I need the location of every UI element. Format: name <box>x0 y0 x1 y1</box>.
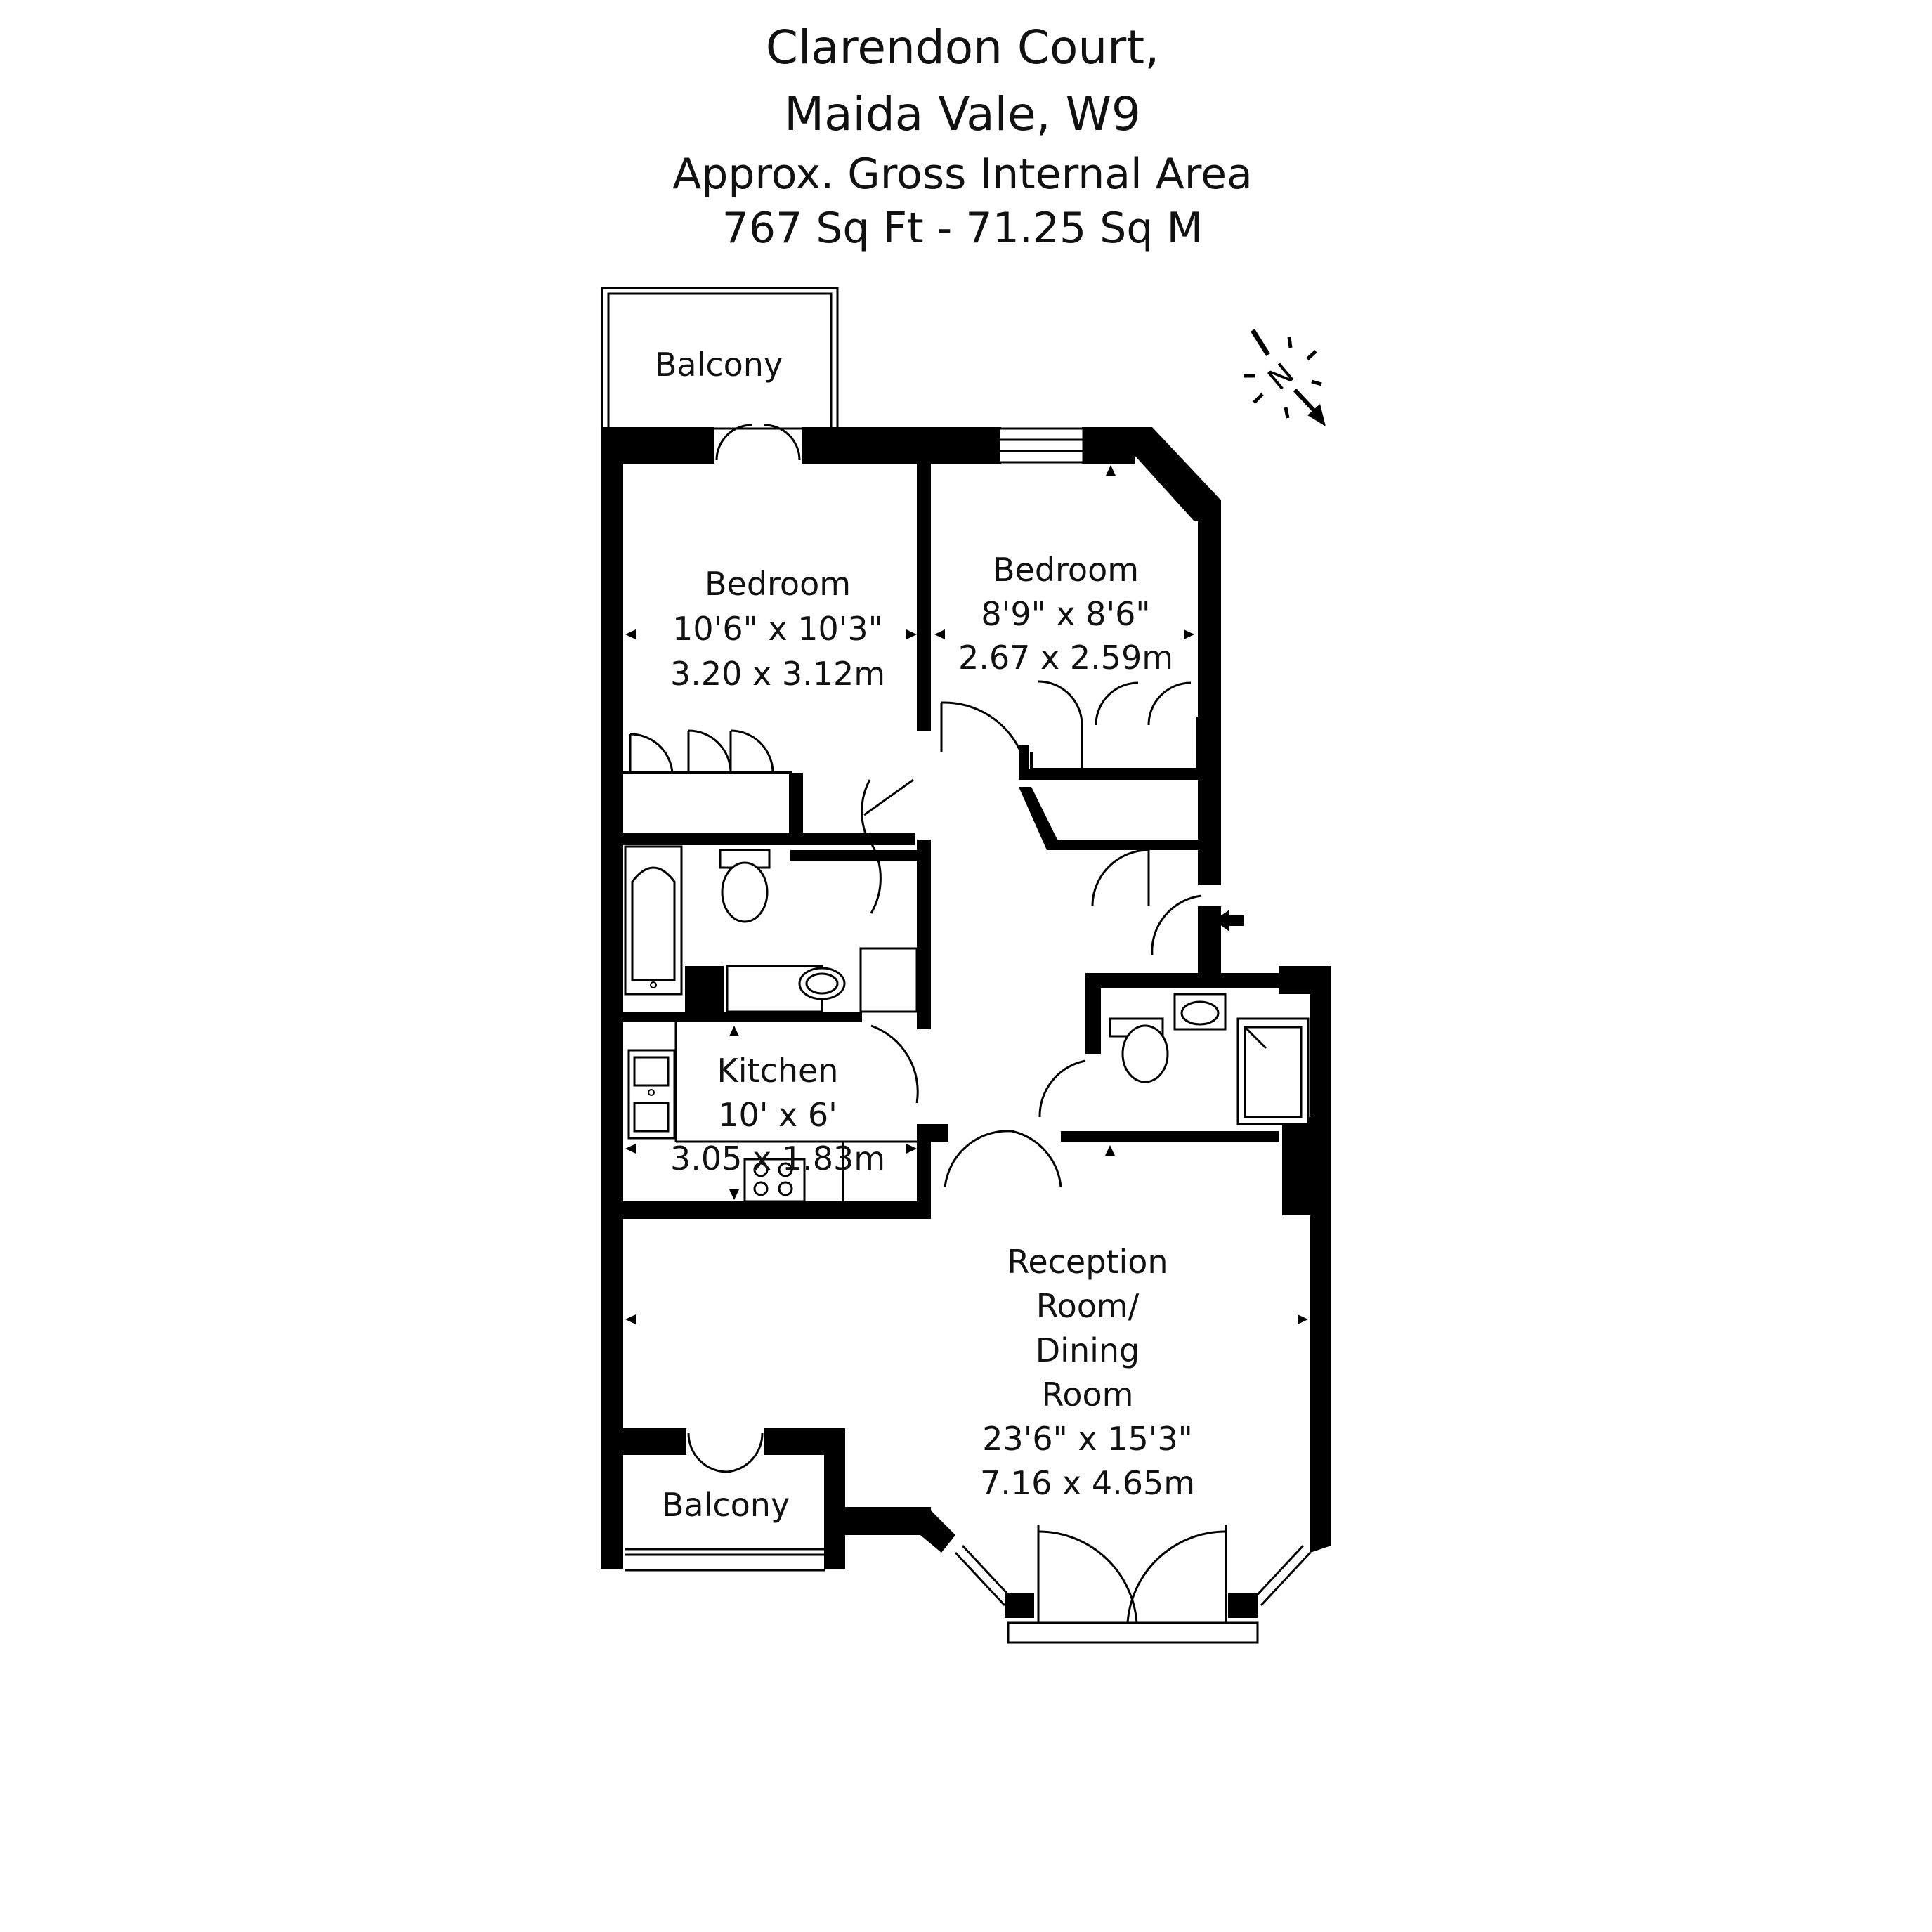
wardrobe-bedroom1 <box>623 729 792 833</box>
entrance-arrow-icon <box>1214 910 1244 932</box>
property-name: Clarendon Court, <box>766 20 1159 74</box>
room-name-line-2: Room/ <box>1036 1287 1140 1325</box>
room-name-line-1: Reception <box>1007 1243 1168 1281</box>
room-dimensions-imperial: 8'9" x 8'6" <box>981 595 1150 633</box>
room-kitchen: Kitchen 10' x 6' 3.05 x 1.83m <box>670 1052 885 1177</box>
hob <box>743 1158 806 1203</box>
basin-ensuite <box>1173 993 1227 1031</box>
room-reception: Reception Room/ Dining Room 23'6" x 15'3… <box>980 1243 1195 1502</box>
room-balcony-top: Balcony <box>655 346 783 384</box>
window-bedroom2 <box>998 427 1085 464</box>
kitchen-sink <box>627 1049 676 1140</box>
toilet-ensuite <box>1109 1017 1169 1083</box>
room-dimensions-metric: 3.05 x 1.83m <box>670 1140 885 1177</box>
kitchen-worktop <box>674 1022 917 1201</box>
bay-window <box>954 1544 1312 1644</box>
room-name: Balcony <box>655 346 783 384</box>
dimension-arrows <box>625 465 1308 1324</box>
balcony-bottom <box>625 1548 825 1572</box>
room-name: Bedroom <box>705 565 851 603</box>
toilet-main <box>719 849 771 923</box>
bathtub <box>624 845 683 996</box>
room-name: Bedroom <box>993 551 1139 589</box>
room-balcony-bottom: Balcony <box>662 1486 790 1524</box>
wardrobe-bedroom2 <box>1030 680 1199 771</box>
room-dimensions-metric: 2.67 x 2.59m <box>958 639 1173 677</box>
property-address: Maida Vale, W9 <box>784 87 1141 141</box>
room-name-line-4: Room <box>1042 1376 1134 1414</box>
room-bedroom-2: Bedroom 8'9" x 8'6" 2.67 x 2.59m <box>958 551 1173 677</box>
area-caption: Approx. Gross Internal Area <box>672 150 1253 199</box>
area-value: 767 Sq Ft - 71.25 Sq M <box>722 204 1203 253</box>
room-dimensions-imperial: 10'6" x 10'3" <box>672 610 883 648</box>
room-name-line-3: Dining <box>1036 1331 1140 1369</box>
room-dimensions-imperial: 23'6" x 15'3" <box>982 1420 1193 1458</box>
title-block: Clarendon Court, Maida Vale, W9 Approx. … <box>672 20 1253 253</box>
room-name: Balcony <box>662 1486 790 1524</box>
room-dimensions-metric: 7.16 x 4.65m <box>980 1464 1195 1502</box>
shower <box>1236 1017 1310 1125</box>
room-dimensions-imperial: 10' x 6' <box>718 1096 837 1134</box>
room-name: Kitchen <box>717 1052 839 1090</box>
north-compass-icon: N <box>1244 329 1326 426</box>
room-dimensions-metric: 3.20 x 3.12m <box>670 655 885 693</box>
balcony-top <box>601 287 839 430</box>
cupboard-bath <box>859 947 918 1013</box>
room-bedroom-1: Bedroom 10'6" x 10'3" 3.20 x 3.12m <box>670 565 885 693</box>
walls <box>601 427 1331 1618</box>
basin-main <box>726 965 846 1013</box>
door-swings <box>687 424 1227 1624</box>
